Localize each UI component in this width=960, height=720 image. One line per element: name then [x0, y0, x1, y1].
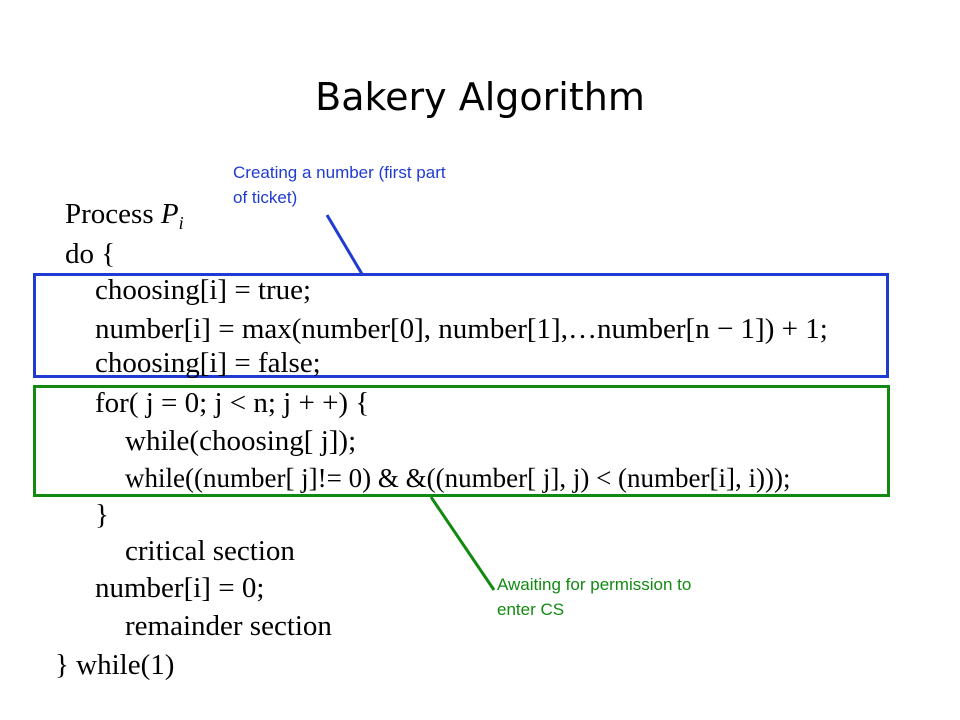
page-title: Bakery Algorithm [315, 75, 645, 119]
code-line-do-close: } while(1) [55, 649, 175, 681]
process-variable: P [160, 198, 179, 230]
annotation-creating-number-line1: Creating a number (first part [233, 163, 446, 182]
code-line-while-number: while((number[ j]!= 0) & &((number[ j], … [125, 463, 791, 493]
connector-line-green [429, 496, 496, 591]
code-line-choosing-false: choosing[i] = false; [95, 347, 321, 379]
annotation-awaiting-permission-line2: enter CS [497, 600, 565, 619]
code-line-remainder-section: remainder section [125, 610, 332, 642]
code-line-process: Process Pi [65, 196, 184, 241]
code-line-number-reset: number[i] = 0; [95, 572, 265, 604]
annotation-awaiting-permission: Awaiting for permission to enter CS [497, 572, 797, 622]
process-keyword: Process [65, 198, 161, 230]
code-line-for-close: } [95, 499, 109, 531]
connector-line-blue [325, 214, 364, 275]
code-line-for: for( j = 0; j < n; j + +) { [95, 387, 370, 419]
code-line-critical-section: critical section [125, 535, 295, 567]
highlight-box-number-creation [33, 273, 889, 378]
highlight-box-waiting-loop [33, 385, 890, 497]
code-line-while-choosing: while(choosing[ j]); [125, 425, 357, 457]
code-line-do-open: do { [65, 238, 116, 270]
process-subscript: i [178, 213, 184, 233]
annotation-awaiting-permission-line1: Awaiting for permission to [497, 575, 692, 594]
annotation-creating-number: Creating a number (first part of ticket) [233, 160, 543, 210]
code-line-number-assign: number[i] = max(number[0], number[1],…nu… [95, 313, 828, 345]
annotation-creating-number-line2: of ticket) [233, 188, 298, 207]
code-line-choosing-true: choosing[i] = true; [95, 274, 312, 306]
